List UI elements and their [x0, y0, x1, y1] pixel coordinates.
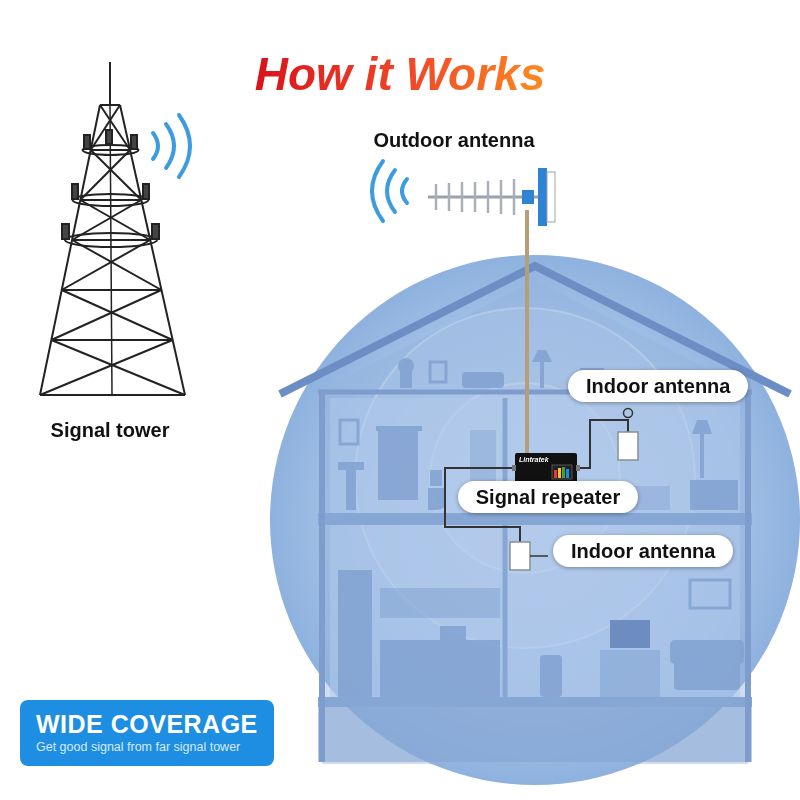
indoor-antenna: [510, 542, 530, 570]
antenna-waves: [372, 161, 407, 221]
callout-text: Signal repeater: [476, 485, 621, 509]
feed-cable: [525, 210, 529, 455]
callout-text: Indoor antenna: [571, 539, 715, 563]
badge-heading: WIDE COVERAGE: [36, 710, 258, 739]
house: [280, 266, 790, 764]
badge-subtext: Get good signal from far signal tower: [36, 739, 258, 755]
title: How it Works: [249, 46, 552, 102]
part-label: Outdoor antenna: [373, 128, 534, 152]
leader-line: [530, 555, 548, 557]
signal-tower: [40, 62, 185, 395]
signal-waves: [153, 115, 190, 177]
yagi-antenna: [428, 168, 555, 226]
leader-dot: [624, 409, 633, 418]
part-label: Signal tower: [51, 418, 170, 442]
callout-label: Indoor antenna: [553, 535, 733, 567]
coverage-circle: [270, 255, 800, 785]
brand-logo: Lintratek: [519, 456, 549, 464]
feature-badge: WIDE COVERAGEGet good signal from far si…: [20, 700, 274, 766]
indoor-antenna: [618, 432, 638, 460]
leader-line: [627, 407, 629, 409]
callout-label: Signal repeater: [458, 481, 639, 513]
signal-repeater-device: [512, 453, 580, 483]
callout-text: Indoor antenna: [586, 374, 730, 398]
callout-label: Indoor antenna: [568, 370, 748, 402]
